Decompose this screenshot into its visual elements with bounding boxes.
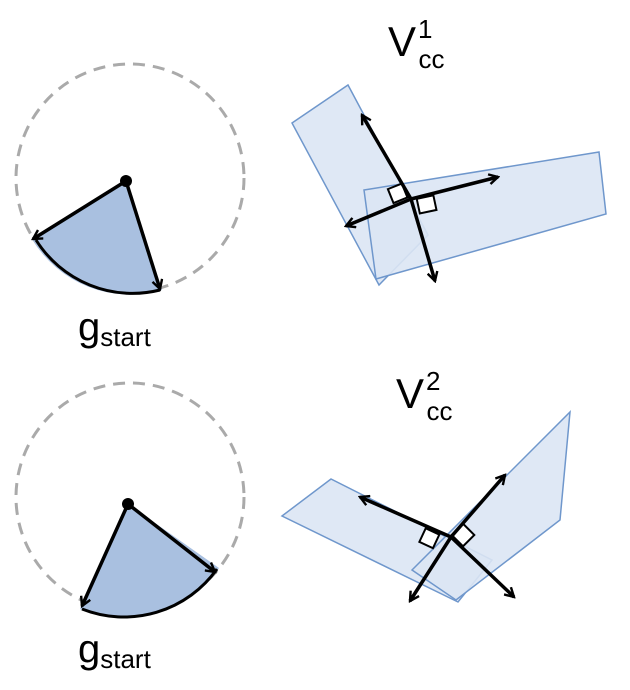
top-arrow-left (346, 197, 412, 226)
bottom-right-ray-arrow (126, 502, 215, 572)
bottom-region-v2 (280, 410, 571, 602)
bottom-arrow-up-right (449, 475, 505, 539)
top-start-cone (14, 62, 246, 295)
top-dashed-circle (14, 62, 246, 294)
bottom-sector-arc (81, 568, 219, 619)
top-right-ray-arrow (124, 180, 160, 289)
top-region-v1 (291, 83, 607, 287)
top-left-ray-arrow (33, 179, 127, 241)
bottom-region-arm-right (410, 410, 571, 601)
top-sector-arc (34, 239, 161, 295)
top-origin-dot (120, 175, 132, 187)
bottom-dashed-circle (14, 381, 246, 613)
bottom-arrow-up-left (360, 497, 452, 539)
bottom-right-angle-mark-left (418, 526, 441, 550)
bottom-g-start-label: gstart (78, 627, 152, 674)
bottom-sector (80, 504, 219, 619)
top-region-arm-horizontal (363, 151, 607, 280)
bottom-start-cone (14, 381, 246, 619)
bottom-arrow-down-left (408, 536, 453, 601)
top-arrow-down (409, 198, 435, 281)
bottom-arrow-down-right (449, 535, 514, 597)
top-arrow-right (410, 177, 498, 201)
top-arrow-up (360, 115, 413, 200)
top-g-start-label: gstart (78, 305, 152, 352)
bottom-left-ray-arrow (82, 503, 130, 606)
bottom-origin-dot (122, 498, 134, 510)
top-sector (32, 181, 162, 295)
